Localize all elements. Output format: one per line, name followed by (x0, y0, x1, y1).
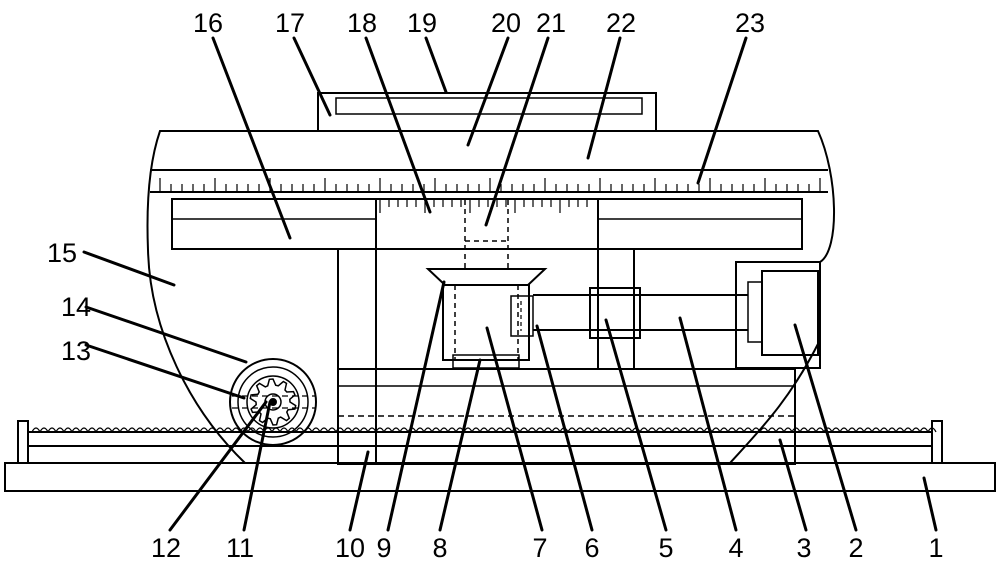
label-1: 1 (928, 533, 943, 561)
label-21: 21 (536, 8, 566, 38)
label-3: 3 (796, 533, 811, 561)
label-12: 12 (151, 533, 181, 561)
label-8: 8 (432, 533, 447, 561)
label-23: 23 (735, 8, 765, 38)
label-6: 6 (584, 533, 599, 561)
frame-body (146, 130, 836, 464)
base-plate (4, 462, 996, 492)
label-18: 18 (347, 8, 377, 38)
label-13: 13 (61, 336, 91, 366)
label-19: 19 (407, 8, 437, 38)
label-5: 5 (658, 533, 673, 561)
gear-teeth (249, 378, 297, 426)
label-2: 2 (848, 533, 863, 561)
label-16: 16 (193, 8, 223, 38)
rail-post-right (931, 420, 943, 464)
ruler-ticks (159, 178, 821, 192)
label-9: 9 (376, 533, 391, 561)
label-15: 15 (47, 238, 77, 268)
label-14: 14 (61, 292, 91, 322)
vertical-scale-ticks (379, 199, 588, 213)
label-11: 11 (226, 533, 254, 561)
label-10: 10 (335, 533, 365, 561)
label-7: 7 (532, 533, 547, 561)
label-4: 4 (728, 533, 743, 561)
label-20: 20 (491, 8, 521, 38)
label-22: 22 (606, 8, 636, 38)
label-17: 17 (275, 8, 305, 38)
rail-post-left (17, 420, 29, 464)
